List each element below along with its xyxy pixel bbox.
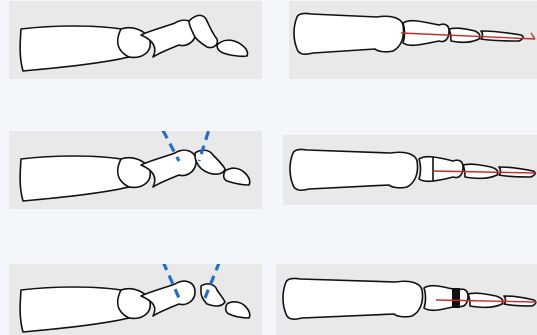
shortened-segment-mark [452,288,460,308]
metatarsal-bone [283,278,423,319]
metatarsal-bone [290,149,418,190]
lateral-view-panel-3 [9,264,262,335]
lateral-view-panel-1 [9,1,262,79]
metatarsal-bone [294,13,404,54]
top-view-panel-1 [289,1,537,79]
proximal-phalanx [419,157,463,182]
lateral-view-panel-2 [9,131,262,209]
proximal-phalanx [424,286,468,311]
top-view-panel-2 [283,135,537,205]
top-view-panel-3 [276,264,537,335]
